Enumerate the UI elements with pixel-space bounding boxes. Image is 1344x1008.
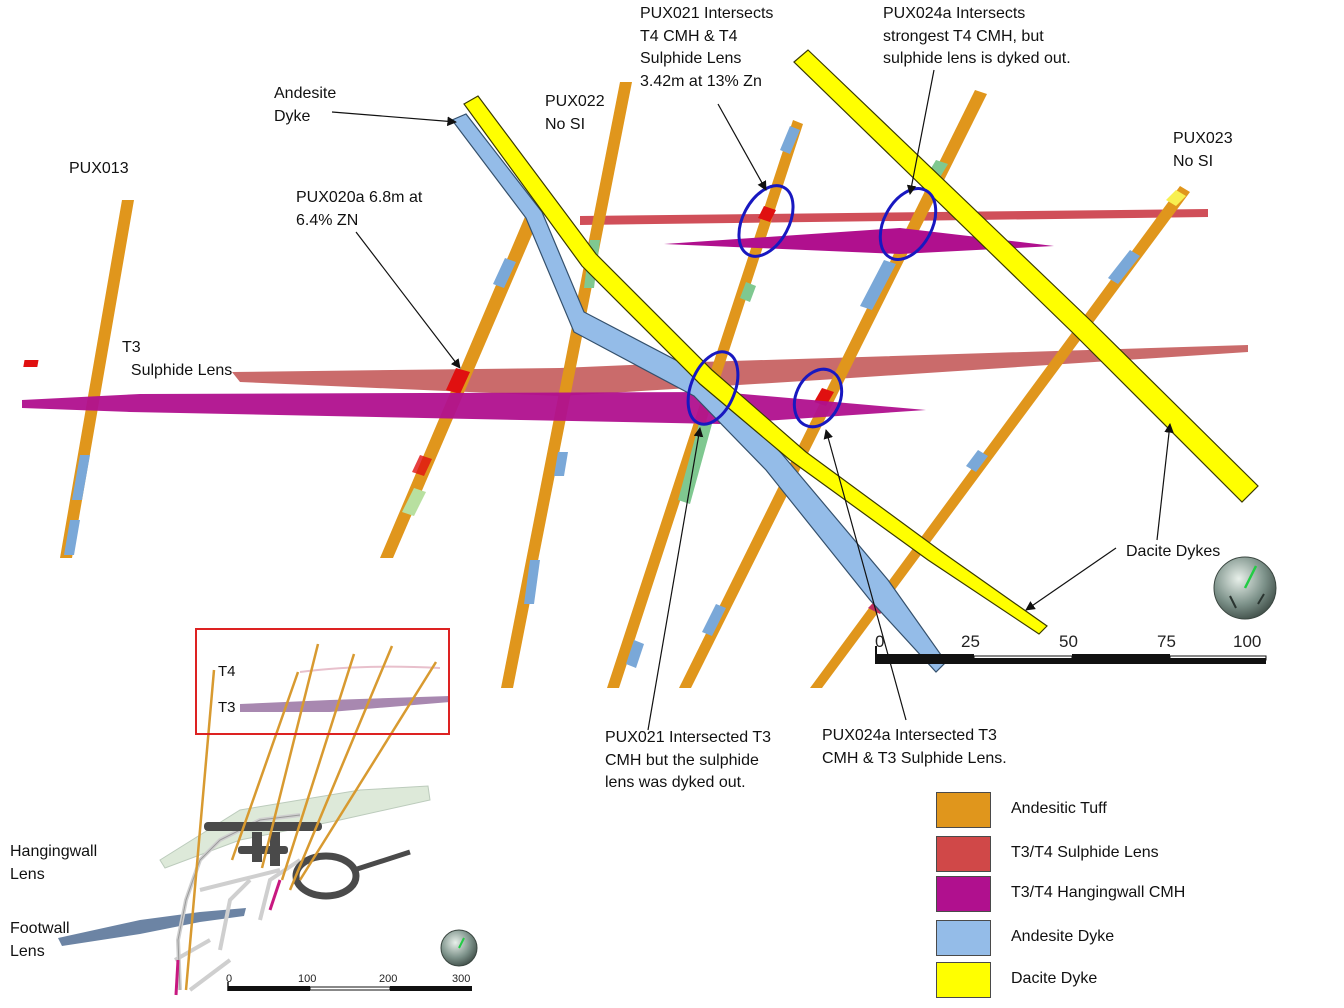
scale-tick-50: 50 <box>1059 632 1078 651</box>
label-pux021-top: PUX021 Intersects T4 CMH & T4 Sulphide L… <box>640 5 774 90</box>
label-pux020a: PUX020a 6.8m at 6.4% ZN <box>296 189 423 229</box>
inset-highlight-box <box>195 628 450 735</box>
scale-bar-inset <box>227 982 472 991</box>
legend-label: T3/T4 Hangingwall CMH <box>1011 884 1186 901</box>
legend-label: Andesite Dyke <box>1011 928 1115 945</box>
scale-tick-100: 100 <box>1233 632 1262 651</box>
t3-sulphide-lens <box>232 345 1248 396</box>
legend-item: Andesite Dyke <box>936 920 1236 956</box>
inset-mine-model <box>58 643 450 996</box>
legend-swatch <box>936 792 991 828</box>
inset-scale-tick-100: 100 <box>298 973 317 985</box>
inset-orientation-ball-icon <box>440 929 478 967</box>
inset-label-footwall-lens: Footwall Lens <box>10 920 70 960</box>
inset-label-t4: T4 <box>218 663 236 680</box>
legend-swatch <box>936 836 991 872</box>
inset-label-t3: T3 <box>218 699 236 716</box>
legend-item: T3/T4 Hangingwall CMH <box>936 876 1236 912</box>
leader-arrows <box>331 69 1174 731</box>
label-andesite-dyke: Andesite Dyke <box>274 85 337 125</box>
inset-scale-tick-0: 0 <box>226 973 233 985</box>
label-pux021-bottom: PUX021 Intersected T3 CMH but the sulphi… <box>605 729 772 791</box>
label-pux023: PUX023 No SI <box>1173 130 1233 170</box>
legend-label: Andesitic Tuff <box>1011 800 1107 817</box>
legend-swatch <box>936 876 991 912</box>
legend-swatch <box>936 920 991 956</box>
label-dacite-dykes: Dacite Dykes <box>1126 543 1221 560</box>
legend-swatch <box>936 962 991 998</box>
intersection-circles <box>686 184 938 429</box>
legend-label: Dacite Dyke <box>1011 970 1098 987</box>
t4-sulphide-lens <box>580 209 1208 225</box>
dacite-dyke-east <box>793 49 1259 503</box>
drill-hole-pux020a <box>380 212 540 558</box>
label-pux024a-bottom: PUX024a Intersected T3 CMH & T3 Sulphide… <box>822 727 1007 767</box>
scale-tick-0: 0 <box>875 632 885 651</box>
inset-scale-tick-300: 300 <box>452 973 471 985</box>
drill-hole-pux013 <box>23 200 134 558</box>
legend-label: T3/T4 Sulphide Lens <box>1011 844 1159 861</box>
scale-tick-25: 25 <box>961 632 980 651</box>
scale-bar-main <box>875 646 1267 664</box>
inset-label-hangingwall-lens: Hangingwall Lens <box>10 843 98 883</box>
dacite-dyke-west <box>463 95 1048 635</box>
t3-hangingwall-cmh <box>22 392 926 424</box>
legend-item: Dacite Dyke <box>936 962 1236 998</box>
label-pux022: PUX022 No SI <box>545 93 605 133</box>
scale-tick-75: 75 <box>1157 632 1176 651</box>
legend-item: Andesitic Tuff <box>936 792 1236 828</box>
label-t3-sulphide-lens: T3 Sulphide Lens <box>122 339 233 379</box>
label-pux013: PUX013 <box>69 160 129 177</box>
legend-item: T3/T4 Sulphide Lens <box>936 836 1236 872</box>
orientation-ball-icon <box>1213 556 1277 620</box>
label-pux024a-top: PUX024a Intersects strongest T4 CMH, but… <box>883 5 1071 67</box>
t4-hangingwall-cmh <box>664 228 1054 254</box>
inset-scale-tick-200: 200 <box>379 973 398 985</box>
